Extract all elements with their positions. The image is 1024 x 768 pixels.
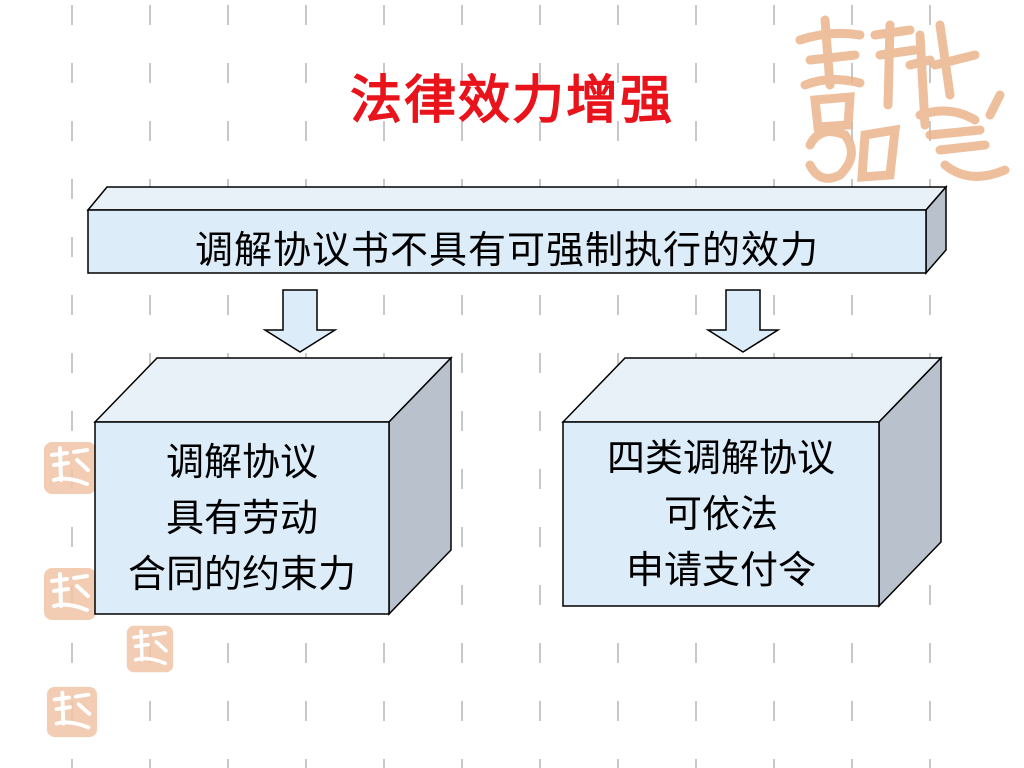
down-arrow-left — [262, 289, 338, 353]
left-box-text: 调解协议 具有劳动 合同的约束力 — [95, 422, 389, 614]
left-box-line: 合同的约束力 — [127, 552, 356, 596]
right-box-top-face — [561, 357, 943, 423]
right-box-line: 四类调解协议 — [606, 436, 835, 480]
right-box-text: 四类调解协议 可依法 申请支付令 — [563, 422, 879, 606]
left-box-line: 具有劳动 — [165, 496, 318, 540]
top-box-front-face — [87, 209, 927, 274]
right-box-line: 可依法 — [663, 492, 778, 536]
top-box-top-face — [86, 186, 948, 211]
auspicious-seal-icon — [795, 15, 1010, 183]
seal-stamp-icon — [44, 442, 96, 494]
left-box-front-face — [94, 421, 390, 615]
right-box-line: 申请支付令 — [625, 548, 816, 592]
seal-stamp-icon — [44, 568, 96, 620]
right-box-front-face — [562, 421, 880, 607]
down-arrow-right — [705, 289, 781, 353]
seal-stamp-icon — [46, 686, 98, 738]
seal-stamp-icon — [126, 625, 174, 673]
left-box-line: 调解协议 — [165, 440, 318, 484]
slide-title: 法律效力增强 — [349, 70, 674, 131]
top-box-text: 调解协议书不具有可强制执行的效力 — [194, 227, 819, 272]
